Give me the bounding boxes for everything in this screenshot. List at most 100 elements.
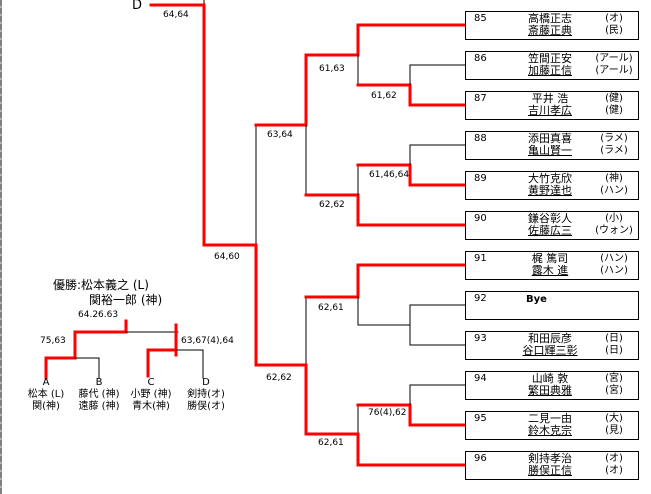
- entry-club2: (日): [605, 345, 623, 356]
- block-d-player1: 剣持(オ): [187, 389, 225, 400]
- entry-seed: 92: [474, 293, 487, 304]
- entry-club2: (民): [605, 25, 623, 36]
- entry-club1: (アール): [595, 53, 633, 64]
- entry-club1: (オ): [605, 453, 623, 464]
- block-b-player2: 遠藤 (神): [78, 401, 120, 412]
- score-r4: 64,60: [214, 252, 240, 262]
- score-r1-88-89: 61,46,64: [369, 170, 410, 180]
- entry-player1: 平井 浩: [531, 92, 569, 105]
- score-r2-90: 62,62: [319, 200, 345, 210]
- entry-club1: (健): [605, 93, 623, 104]
- entry-seed: 95: [474, 413, 487, 424]
- entry-player2: 吉川孝広: [528, 104, 572, 117]
- entry-player1: 鎌谷彰人: [528, 212, 572, 225]
- entry-seed: 94: [474, 373, 487, 384]
- entry-club2: (ハン): [600, 185, 628, 196]
- entry-player2: 佐藤広三: [528, 224, 572, 237]
- block-a-player1: 松本 (L): [27, 389, 65, 400]
- entry-box: 85 高橋正志 (オ) 斎藤正典 (民): [465, 11, 639, 40]
- entry-box: 96 剣持孝治 (オ) 勝俣正信 (オ): [465, 451, 639, 480]
- entry-box: 92 Bye: [465, 291, 639, 320]
- block-c-names: 小野 (神) 青木(神): [121, 389, 181, 413]
- block-c-letter: C: [147, 377, 155, 388]
- section-label: D: [132, 0, 143, 13]
- entry-player1: 山崎 敦: [531, 372, 569, 385]
- entry-club1: (日): [605, 333, 623, 344]
- semi-right-score: 63,67(4),64: [181, 336, 234, 346]
- entry-club1: (小): [605, 213, 623, 224]
- block-a-player2: 関(神): [32, 401, 60, 412]
- entry-box: 95 二見一由 (大) 鈴木克宗 (見): [465, 411, 639, 440]
- block-b-player1: 藤代 (神): [78, 389, 120, 400]
- entry-box: 91 梶 篤司 (ハン) 露木 進 (ハン): [465, 251, 639, 280]
- entry-club2: (ウォン): [595, 225, 633, 236]
- score-r2-91: 62,61: [318, 303, 344, 313]
- entry-seed: 87: [474, 93, 487, 104]
- entry-player1: 高橋正志: [528, 12, 572, 25]
- entry-club1: (宮): [605, 373, 623, 384]
- champion-player2: 関裕一郎 (神): [89, 293, 163, 307]
- block-c-player2: 青木(神): [132, 401, 170, 412]
- champion-player1: 松本義之 (L): [81, 278, 149, 292]
- entry-player1: 和田辰彦: [528, 332, 572, 345]
- entry-player1: 笠間正安: [528, 52, 572, 65]
- score-r2-85: 61,63: [319, 64, 345, 74]
- entry-player2: 加藤正信: [528, 64, 572, 77]
- entry-club2: (ラメ): [600, 145, 628, 156]
- entry-seed: 96: [474, 453, 487, 464]
- entry-player2: 鈴木克宗: [528, 424, 572, 437]
- entry-bye: Bye: [526, 294, 547, 305]
- entry-box: 90 鎌谷彰人 (小) 佐藤広三 (ウォン): [465, 211, 639, 240]
- entry-club2: (宮): [605, 385, 623, 396]
- entry-player1: 添田真喜: [528, 132, 572, 145]
- entry-player2: 繁田典雅: [528, 384, 572, 397]
- block-d-player2: 勝俣(オ): [187, 401, 225, 412]
- entry-seed: 90: [474, 213, 487, 224]
- champion-title: 優勝:: [53, 278, 82, 292]
- entry-club2: (見): [605, 425, 623, 436]
- entry-player1: 二見一由: [528, 412, 572, 425]
- score-r1-86-87: 61,62: [371, 91, 397, 101]
- block-b-letter: B: [95, 377, 103, 388]
- semi-left-score: 75,63: [40, 336, 66, 346]
- score-r1-94-95: 76(4),62: [368, 408, 407, 418]
- entry-player2: 谷口輝三彰: [522, 344, 578, 357]
- entry-player2: 勝俣正信: [528, 464, 572, 477]
- entry-seed: 88: [474, 133, 487, 144]
- entry-box: 87 平井 浩 (健) 吉川孝広 (健): [465, 91, 639, 120]
- entry-club1: (大): [605, 413, 623, 424]
- entry-box: 94 山崎 敦 (宮) 繁田典雅 (宮): [465, 371, 639, 400]
- block-b-names: 藤代 (神) 遠藤 (神): [69, 389, 129, 413]
- entry-box: 88 添田真喜 (ラメ) 亀山賢一 (ラメ): [465, 131, 639, 160]
- entry-player2: 露木 進: [531, 264, 569, 277]
- block-d-names: 剣持(オ) 勝俣(オ): [176, 389, 236, 413]
- entry-player2: 亀山賢一: [528, 144, 572, 157]
- entry-club1: (ラメ): [600, 133, 628, 144]
- entry-club1: (ハン): [600, 253, 628, 264]
- entry-club2: (ハン): [600, 265, 628, 276]
- window-left-border: [0, 0, 2, 494]
- entry-player1: 梶 篤司: [531, 252, 569, 265]
- entry-seed: 85: [474, 13, 487, 24]
- entry-seed: 91: [474, 253, 487, 264]
- entry-player2: 黄野達也: [528, 184, 572, 197]
- block-d-letter: D: [202, 377, 210, 388]
- entry-club1: (オ): [605, 13, 623, 24]
- entry-club2: (アール): [595, 65, 633, 76]
- entry-player1: 剣持孝治: [528, 452, 572, 465]
- champion-label: 優勝:松本義之 (L): [53, 276, 149, 293]
- block-a-names: 松本 (L) 関(神): [16, 389, 76, 413]
- entry-player1: 大竹克欣: [528, 172, 572, 185]
- final-score: 64.26.63: [78, 310, 119, 320]
- entry-seed: 89: [474, 173, 487, 184]
- entry-player2: 斎藤正典: [528, 24, 572, 37]
- score-r3-bottom: 62,62: [266, 373, 292, 383]
- block-a-letter: A: [42, 377, 50, 388]
- entry-club2: (健): [605, 105, 623, 116]
- block-c-player1: 小野 (神): [130, 389, 172, 400]
- entry-club2: (オ): [605, 465, 623, 476]
